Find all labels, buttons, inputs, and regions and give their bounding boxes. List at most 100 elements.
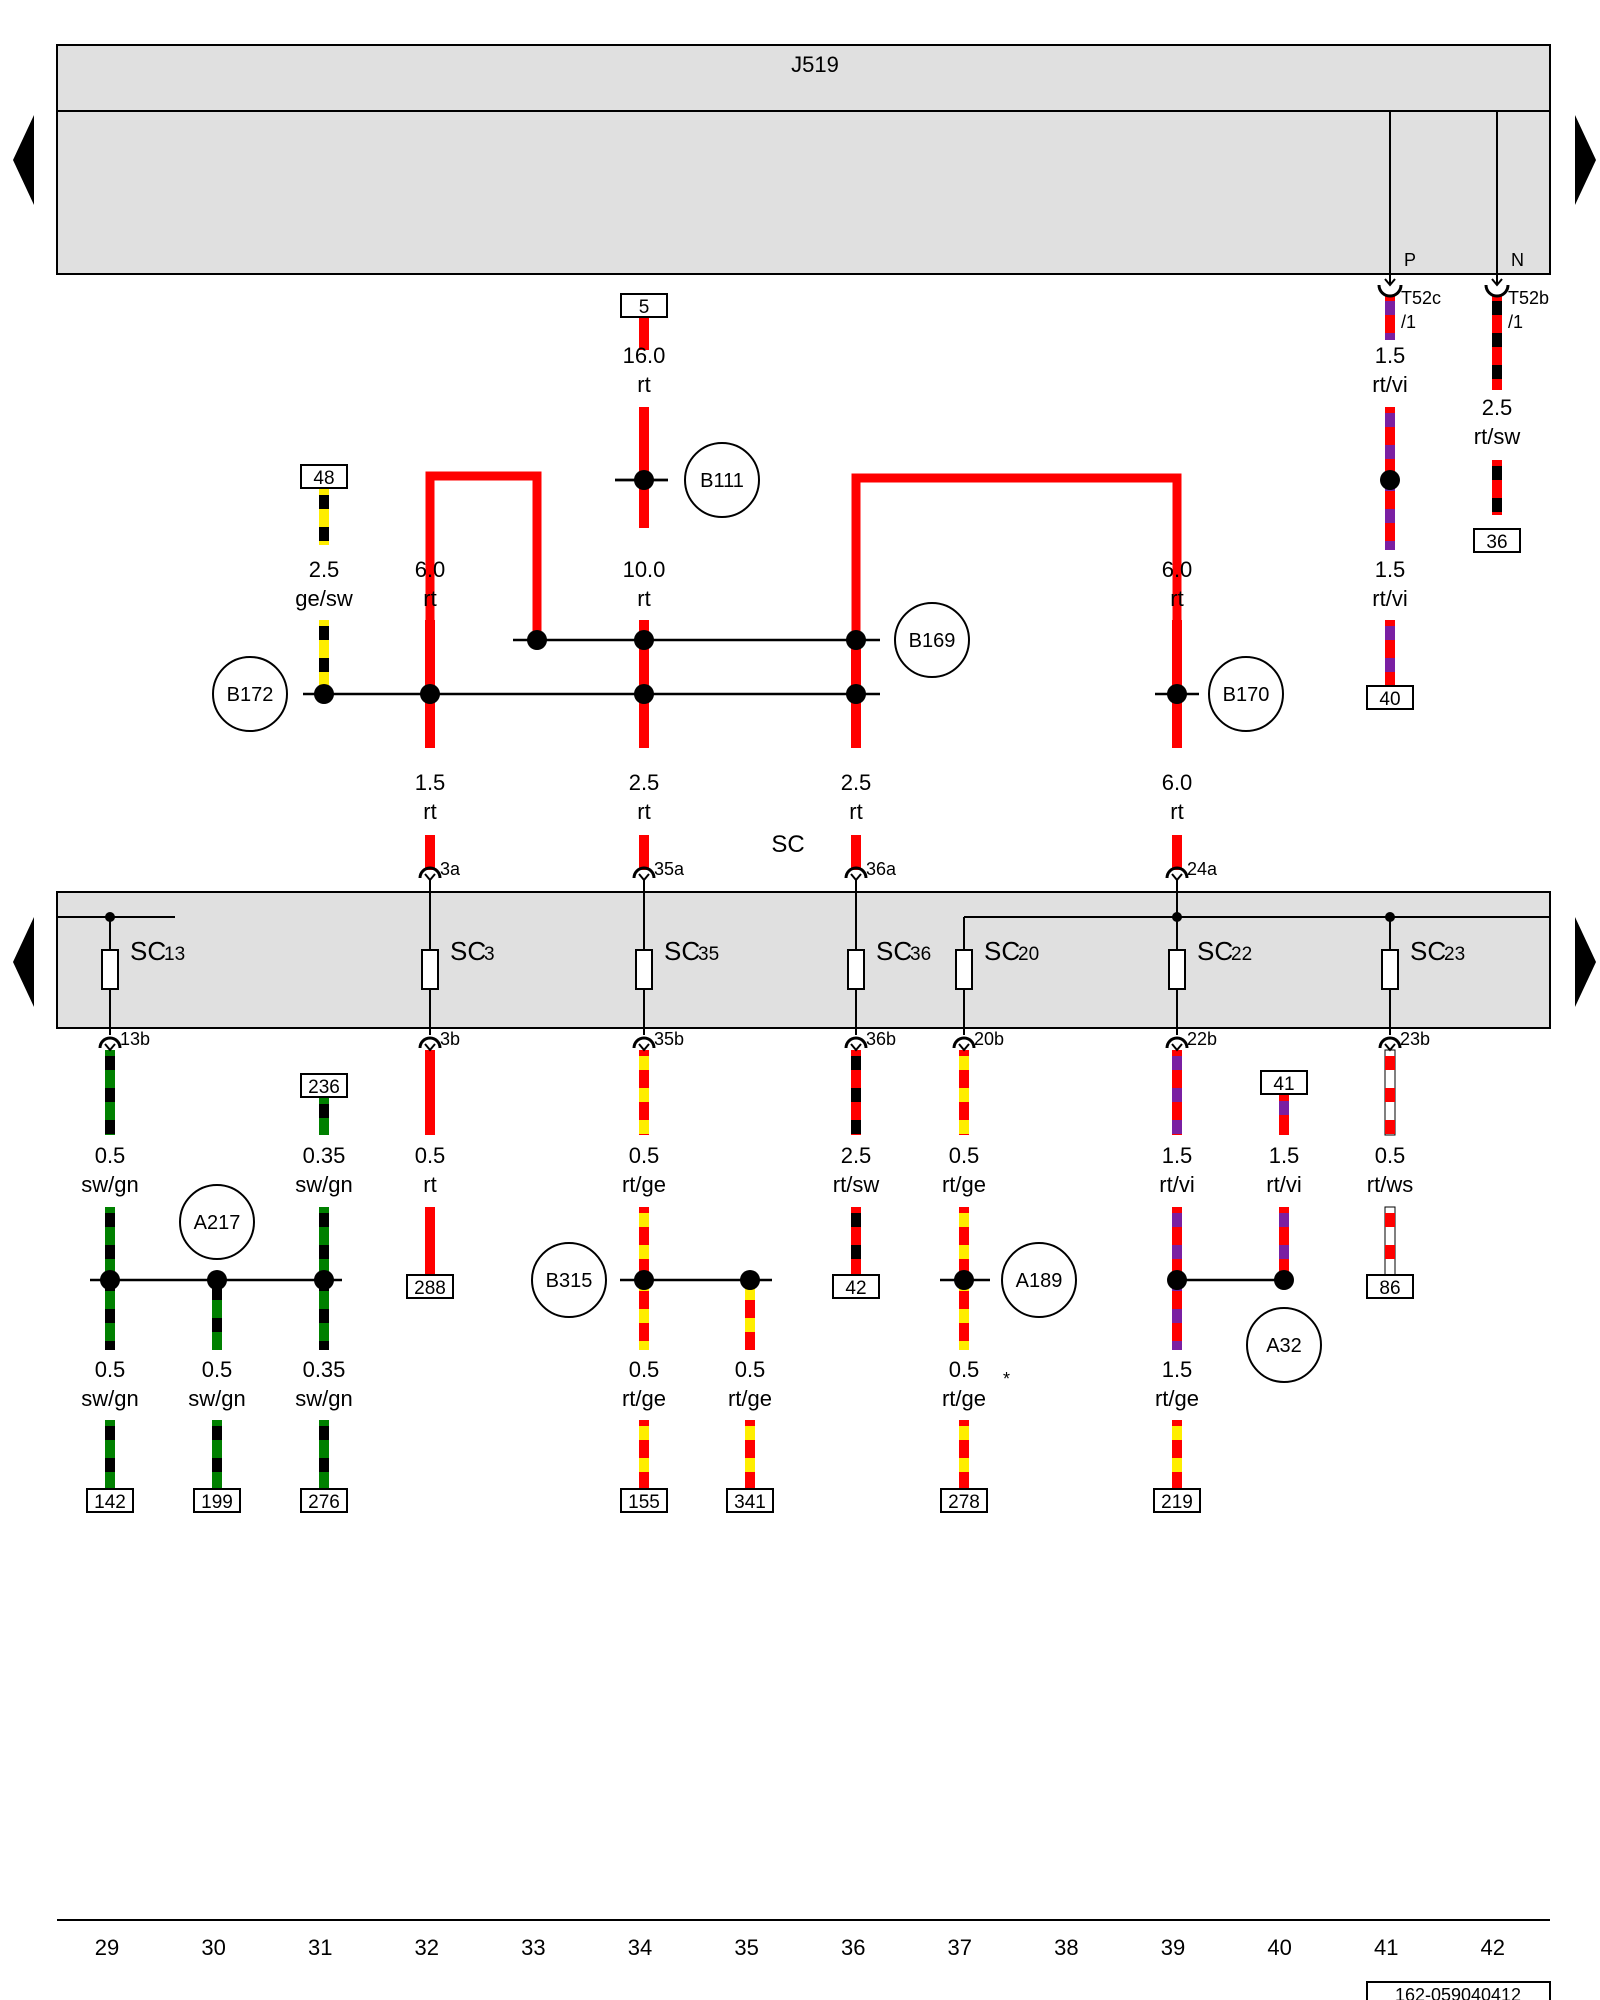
fuse-number: 23 [1444, 944, 1465, 965]
wire-color: rt [423, 1172, 436, 1197]
connector-arc [1165, 866, 1189, 879]
connector-arrow [1384, 278, 1396, 287]
box-label: 41 [1273, 1074, 1294, 1095]
left-arrow-icon[interactable] [13, 115, 34, 205]
wire-size: 2.5 [629, 770, 660, 795]
connector-arrow [1171, 873, 1183, 882]
page-number: 42 [1481, 1935, 1505, 1960]
wire-stripe [959, 1309, 969, 1323]
box-frame [940, 1488, 988, 1513]
wire-size: 0.5 [95, 1143, 126, 1168]
fuse-body [635, 949, 653, 990]
wire-stripe [105, 1056, 115, 1070]
wire-stripe [745, 1318, 755, 1332]
connector-arc [632, 866, 656, 879]
fuse-body [421, 949, 439, 990]
splice-marker: B169 [894, 602, 970, 678]
fuse-number: 13 [164, 944, 185, 965]
connector-label: T52c [1401, 288, 1441, 308]
splice-marker: A217 [179, 1184, 255, 1260]
connector-pin: 35b [654, 1029, 684, 1049]
fuse-body [1168, 949, 1186, 990]
wire-segment [1172, 835, 1182, 870]
wire-size: 2.5 [841, 1143, 872, 1168]
wire-segment [319, 1420, 329, 1490]
wire-segment [319, 620, 329, 694]
wire-color: sw/gn [295, 1172, 352, 1197]
box-label: 341 [734, 1492, 766, 1513]
splice-marker: B315 [531, 1242, 607, 1318]
reference-box: 142 [86, 1488, 134, 1513]
page-number: 33 [521, 1935, 545, 1960]
wire-stripe [1172, 1245, 1182, 1259]
fuse-number: 36 [910, 944, 931, 965]
wire-size: 0.5 [949, 1357, 980, 1382]
splice-circle [531, 1242, 607, 1318]
fuse-name: SC [664, 936, 700, 966]
box-label: 5 [639, 297, 650, 318]
wire-size: 10.0 [623, 557, 666, 582]
fuse-body [955, 949, 973, 990]
wire-color: rt [637, 372, 650, 397]
splice-label: B315 [546, 1270, 593, 1292]
wire-color: rt/vi [1159, 1172, 1194, 1197]
left-arrow-icon[interactable] [13, 917, 34, 1007]
wire-stripe [212, 1426, 222, 1440]
reference-box: 5 [620, 293, 668, 318]
wire-stripe [959, 1341, 969, 1350]
box-label: 155 [628, 1492, 660, 1513]
box-label: 36 [1486, 532, 1507, 553]
wire-stripe [639, 1213, 649, 1227]
wire-stripe [1385, 626, 1395, 640]
wire-stripe [1279, 1213, 1289, 1227]
wire-stripe [212, 1286, 222, 1300]
box-label: 40 [1379, 689, 1400, 710]
box-label: 42 [845, 1278, 866, 1299]
box-label: 219 [1161, 1492, 1193, 1513]
wire-stripe [639, 1341, 649, 1350]
wire-size: 0.35 [303, 1357, 346, 1382]
wire-segment [105, 1420, 115, 1490]
box-frame [406, 1274, 454, 1299]
page-number: 35 [734, 1935, 758, 1960]
wire-stripe [639, 1120, 649, 1134]
wire-size: 2.5 [841, 770, 872, 795]
splice-marker: A189 [1001, 1242, 1077, 1318]
connector-pin: 20b [974, 1029, 1004, 1049]
wire-stripe [639, 1056, 649, 1070]
junction-dot [314, 684, 334, 704]
box-frame [726, 1488, 774, 1513]
wire-color: rt [423, 586, 436, 611]
reference-box: 341 [726, 1488, 774, 1513]
connector-arc [418, 1036, 442, 1049]
wire-stripe [851, 1088, 861, 1102]
splice-label: A189 [1016, 1270, 1063, 1292]
junction-dot [1172, 912, 1182, 922]
right-arrow-icon[interactable] [1575, 115, 1596, 205]
wire-color: ge/sw [295, 586, 353, 611]
junction-dot [100, 1270, 120, 1290]
wire-stripe [319, 495, 329, 509]
box-frame [300, 1488, 348, 1513]
wire-size: 0.5 [1375, 1143, 1406, 1168]
wire-stripe [639, 1245, 649, 1259]
wire-segment [745, 1280, 755, 1350]
right-arrow-icon[interactable] [1575, 917, 1596, 1007]
page-number: 29 [95, 1935, 119, 1960]
reference-box: 155 [620, 1488, 668, 1513]
page-number: 37 [948, 1935, 972, 1960]
wire-color: rt/sw [1474, 424, 1521, 449]
wire-segment [212, 1420, 222, 1490]
wire-size: 6.0 [1162, 770, 1193, 795]
fuses: SC1313bSC33a3bSC3535a35bSC3636a36bSC2020… [98, 278, 1510, 1052]
fuse-carrier [56, 891, 1551, 1029]
box-frame [1153, 1488, 1201, 1513]
junction-dot [105, 912, 115, 922]
doc-id-box [1366, 1981, 1551, 2000]
wire-size: 1.5 [1375, 343, 1406, 368]
wire-color: rt/ws [1367, 1172, 1413, 1197]
connector-pin: 36b [866, 1029, 896, 1049]
feed-wires [425, 471, 1182, 640]
junction-dot [420, 684, 440, 704]
